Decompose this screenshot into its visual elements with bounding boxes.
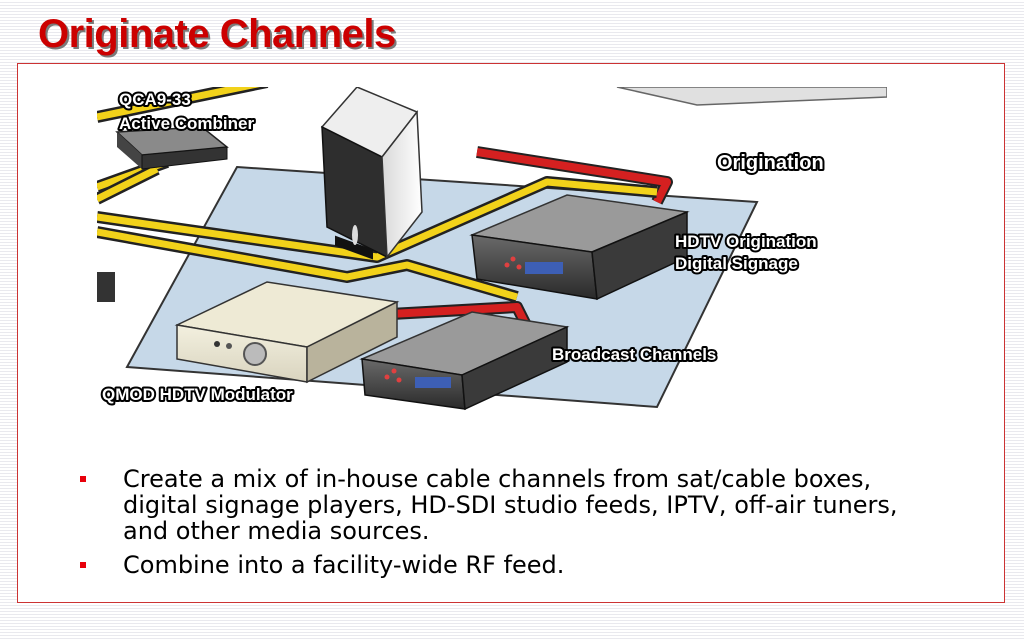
label-combiner-line1: QCA9-33 xyxy=(119,90,191,109)
broadcast-device xyxy=(359,311,570,411)
modulator-device xyxy=(174,281,400,384)
label-hdtv-line2: Digital Signage xyxy=(675,254,798,273)
label-hdtv-line1: HDTV Origination xyxy=(675,232,817,251)
label-origination: Origination xyxy=(717,152,824,174)
bullet-square-icon xyxy=(80,476,86,482)
combiner-device xyxy=(115,126,229,170)
system-illustration: QCA9-33 Active Combiner Origination HDTV… xyxy=(97,87,887,411)
label-modulator: QMOD HDTV Modulator xyxy=(102,385,293,404)
bullet-item: Create a mix of in-house cable channels … xyxy=(78,466,898,544)
left-device-edge xyxy=(97,272,115,302)
platform-edge xyxy=(616,87,887,106)
origination-device xyxy=(469,194,690,301)
label-combiner-line2: Active Combiner xyxy=(119,114,254,133)
pc-tower xyxy=(320,87,423,260)
bullet-item: Combine into a facility-wide RF feed. xyxy=(78,552,898,578)
bullet-text: Create a mix of in-house cable channels … xyxy=(123,465,898,545)
label-broadcast: Broadcast Channels xyxy=(552,345,716,364)
bullet-list: Create a mix of in-house cable channels … xyxy=(78,466,898,586)
slide-title: Originate Channels xyxy=(38,12,396,56)
bullet-text: Combine into a facility-wide RF feed. xyxy=(123,551,565,579)
bullet-square-icon xyxy=(80,562,86,568)
